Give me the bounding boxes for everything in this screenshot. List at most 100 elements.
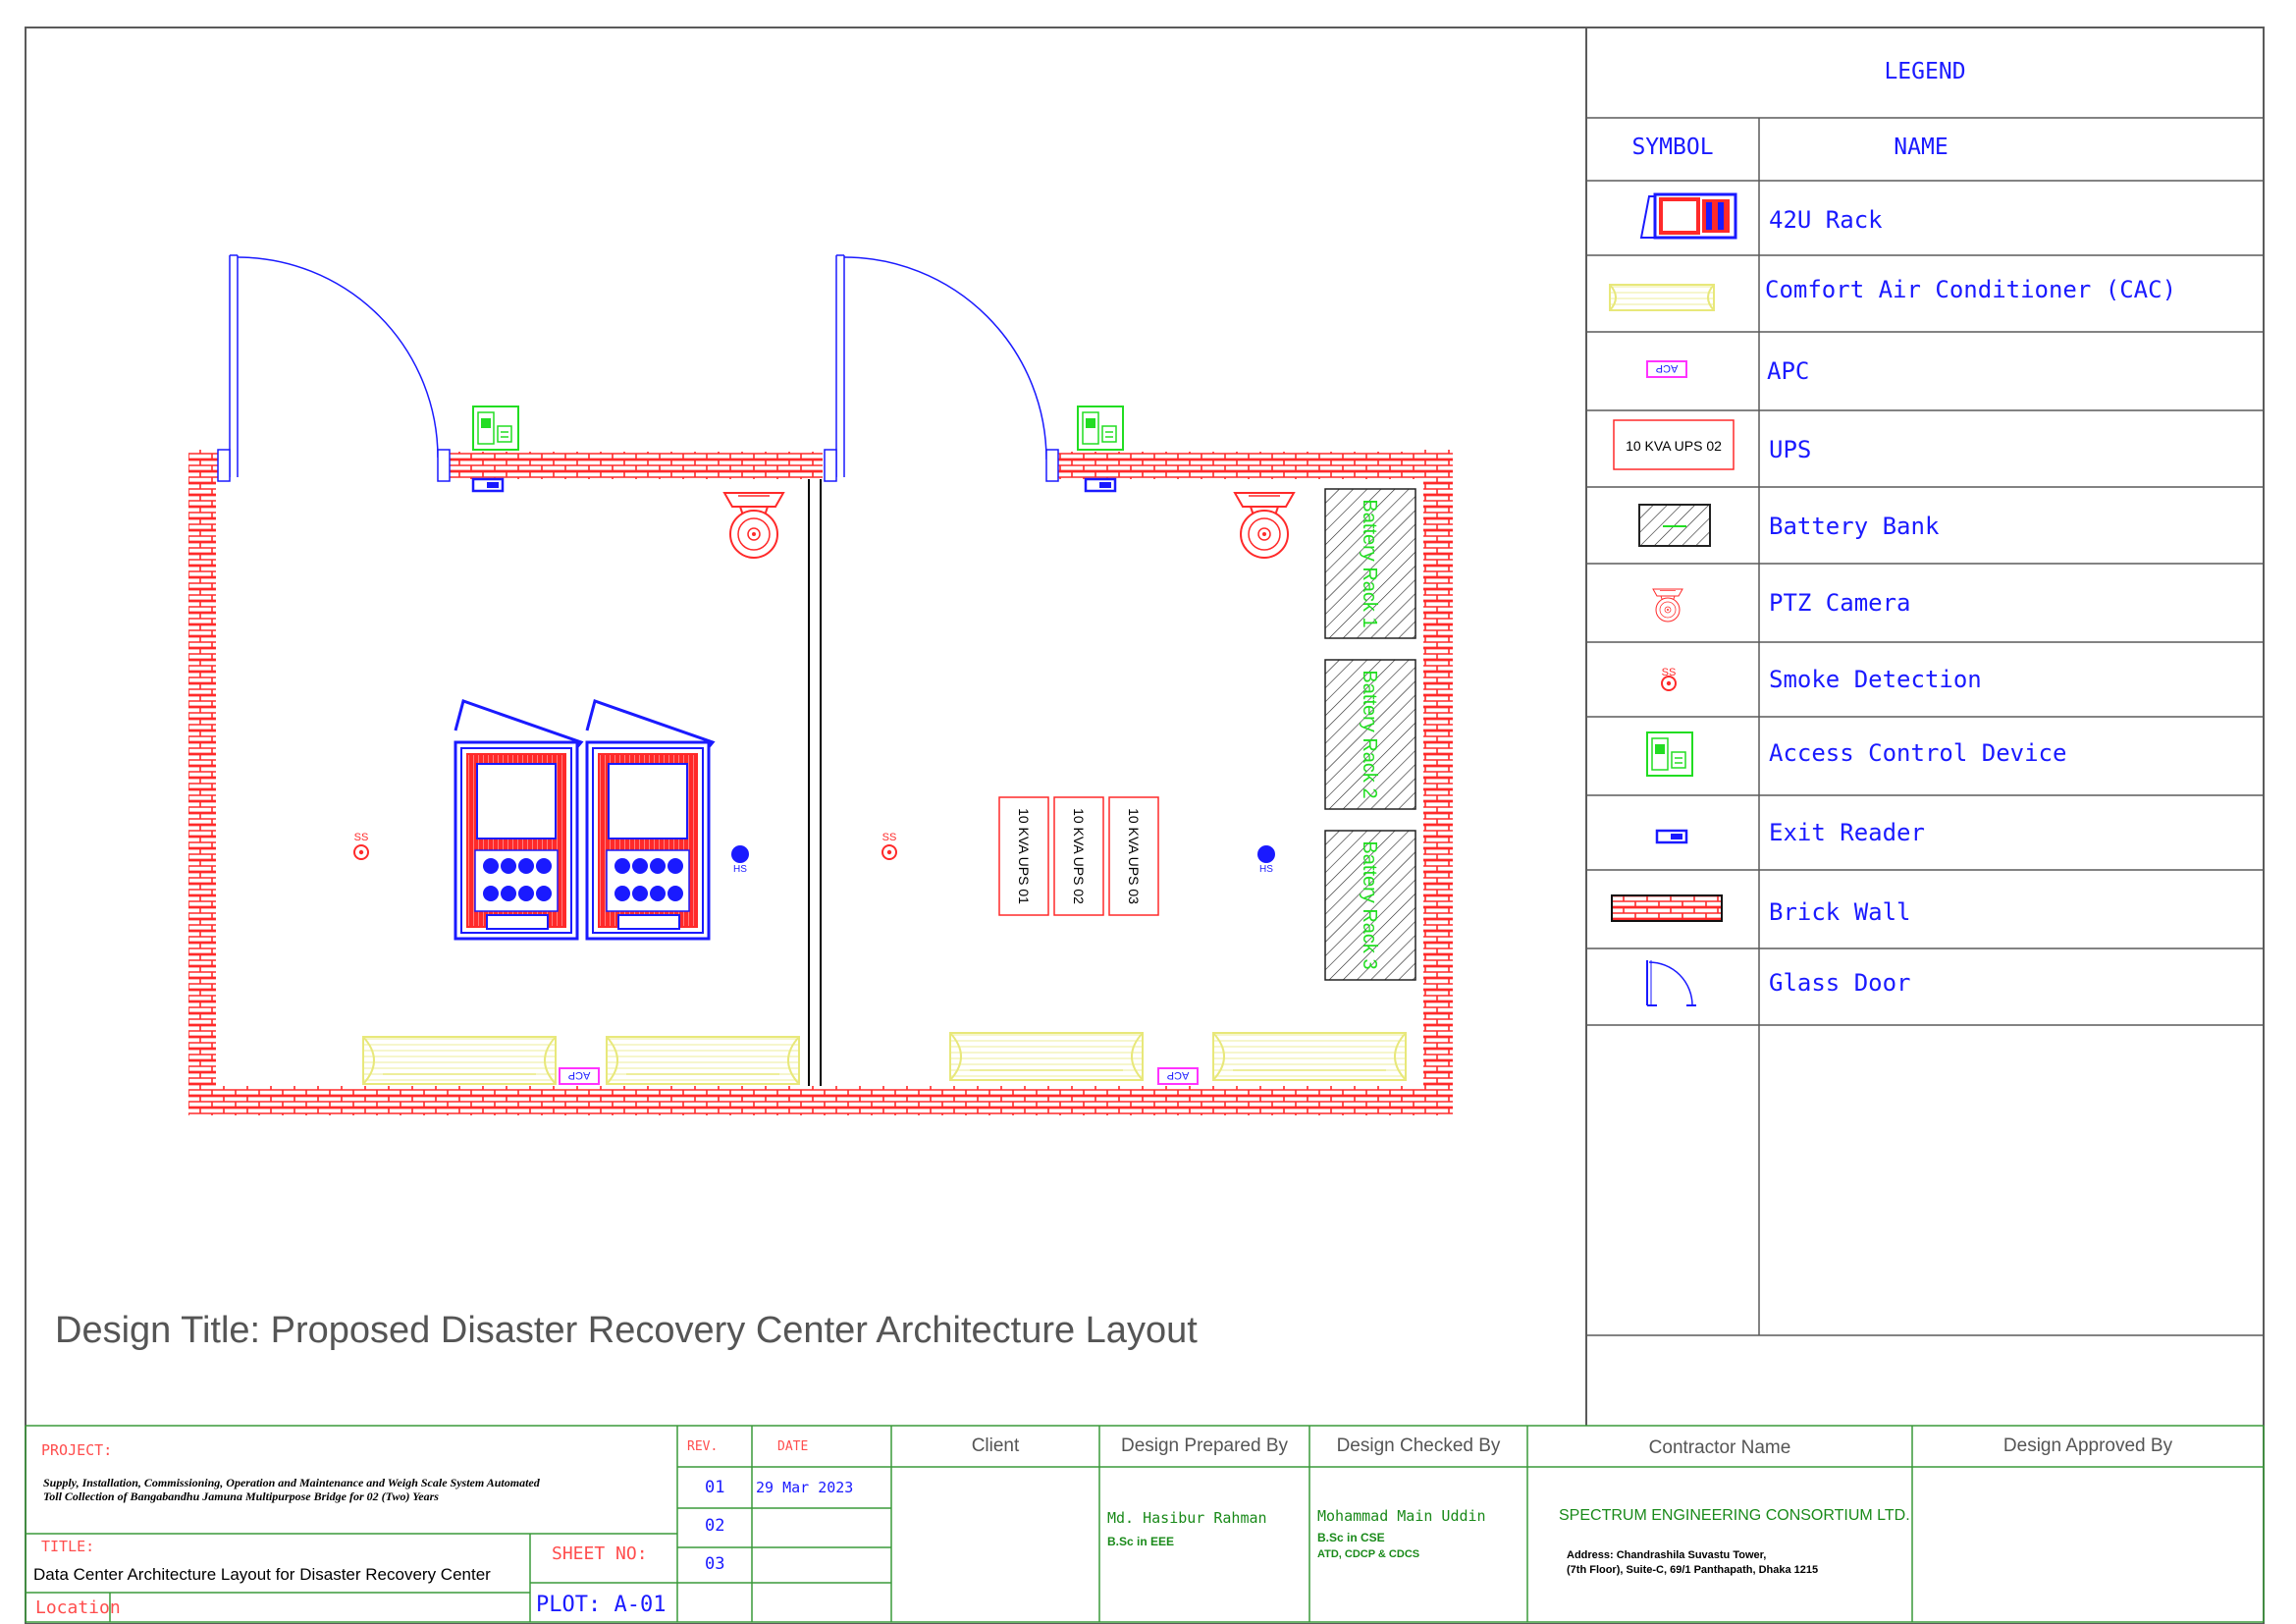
rack-42u-icon <box>1639 192 1737 240</box>
svg-text:Battery Rack 1: Battery Rack 1 <box>1359 499 1380 627</box>
air-conditioner-4 <box>1212 1032 1407 1081</box>
brick-wall-top-room-1 <box>438 452 823 479</box>
air-conditioner-1 <box>362 1036 557 1085</box>
legend-name-smoke-detection: Smoke Detection <box>1769 666 1982 693</box>
brick-wall-bottom <box>188 1086 1453 1115</box>
apc-room-1: ACP <box>559 1067 600 1085</box>
revision-3-number: 03 <box>705 1554 725 1574</box>
legend-name-battery-bank: Battery Bank <box>1769 513 1940 540</box>
battery-rack-2: Battery Rack 2 <box>1324 659 1416 810</box>
project-text-line-2: Toll Collection of Bangabandhu Jamuna Mu… <box>43 1489 439 1503</box>
svg-text:ACP: ACP <box>568 1069 591 1081</box>
svg-text:SS: SS <box>354 832 369 843</box>
apc-symbol-label: ACP <box>1656 362 1679 374</box>
exit-reader-icon <box>1655 829 1688 844</box>
ups-unit-2: 10 KVA UPS 02 <box>1053 796 1104 916</box>
smoke-detector-room-2: SS <box>881 832 897 860</box>
svg-text:10 KVA UPS 02: 10 KVA UPS 02 <box>1071 808 1087 904</box>
revision-1-number: 01 <box>705 1478 725 1497</box>
battery-rack-1: Battery Rack 1 <box>1324 488 1416 639</box>
svg-text:SS: SS <box>882 832 897 843</box>
heat-sensor-room-1: HS <box>731 845 749 875</box>
exit-reader-2 <box>1084 477 1117 493</box>
legend-title: LEGEND <box>1884 59 1966 84</box>
svg-text:10 KVA UPS 03: 10 KVA UPS 03 <box>1126 808 1142 904</box>
prepared-by-label: Design Prepared By <box>1120 1435 1289 1456</box>
title-text: Data Center Architecture Layout for Disa… <box>33 1565 491 1584</box>
legend-col-symbol: SYMBOL <box>1631 135 1714 160</box>
air-conditioner-icon <box>1609 284 1715 311</box>
ptz-camera-2 <box>1234 492 1295 559</box>
date-label: DATE <box>777 1439 809 1454</box>
air-conditioner-3 <box>949 1032 1144 1081</box>
brick-wall-top-room-2 <box>1052 452 1453 479</box>
legend-name-ptz-camera: PTZ Camera <box>1769 589 1911 617</box>
checked-by-certs: ATD, CDCP & CDCS <box>1317 1548 1420 1560</box>
access-control-icon <box>1646 731 1693 777</box>
smoke-symbol-label: SS <box>1662 667 1677 678</box>
sheet-no-label: SHEET NO: <box>552 1543 648 1564</box>
checked-by-label: Design Checked By <box>1336 1435 1501 1456</box>
contractor-address-line-2: (7th Floor), Suite-C, 69/1 Panthapath, D… <box>1567 1564 1819 1576</box>
svg-text:Battery Rack 2: Battery Rack 2 <box>1359 670 1380 798</box>
ups-unit-3: 10 KVA UPS 03 <box>1108 796 1159 916</box>
heat-sensor-room-2: HS <box>1257 845 1275 875</box>
brick-wall-right <box>1423 450 1453 1115</box>
project-label: PROJECT: <box>41 1441 113 1459</box>
exit-reader-1 <box>471 477 505 493</box>
project-text-line-1: Supply, Installation, Commissioning, Ope… <box>43 1476 540 1489</box>
design-title: Design Title: Proposed Disaster Recovery… <box>55 1310 1198 1351</box>
brick-wall-icon <box>1611 894 1723 922</box>
prepared-by-name: Md. Hasibur Rahman <box>1107 1509 1267 1527</box>
svg-text:10 KVA UPS 01: 10 KVA UPS 01 <box>1016 808 1032 904</box>
location-label: Location <box>35 1597 121 1618</box>
access-control-device-2 <box>1077 406 1124 451</box>
rack-42u-1 <box>454 699 583 941</box>
legend-name-apc: APC <box>1767 357 1810 385</box>
brick-wall-left <box>188 450 216 1115</box>
revision-1-date: 29 Mar 2023 <box>756 1479 854 1496</box>
legend-name-brick-wall: Brick Wall <box>1769 898 1911 926</box>
legend-col-name: NAME <box>1894 135 1949 160</box>
rack-42u-2 <box>585 699 715 941</box>
contractor-label: Contractor Name <box>1648 1437 1791 1458</box>
glass-door-room-1 <box>217 254 451 482</box>
legend-name-ups: UPS <box>1769 436 1812 463</box>
approved-by-label: Design Approved By <box>2002 1435 2173 1456</box>
legend-name-42u-rack: 42U Rack <box>1769 206 1883 234</box>
checked-by-degree: B.Sc in CSE <box>1317 1531 1385 1544</box>
revision-2-number: 02 <box>705 1516 725 1536</box>
prepared-by-degree: B.Sc in EEE <box>1107 1535 1175 1548</box>
svg-text:ACP: ACP <box>1167 1069 1190 1081</box>
title-label: TITLE: <box>41 1538 95 1555</box>
legend-table <box>1586 117 2264 1336</box>
contractor-address-line-1: Address: Chandrashila Suvastu Tower, <box>1567 1549 1767 1561</box>
smoke-detector-room-1: SS <box>353 832 369 860</box>
apc-room-2: ACP <box>1157 1067 1199 1085</box>
ups-unit-1: 10 KVA UPS 01 <box>998 796 1049 916</box>
battery-bank-icon <box>1638 504 1711 547</box>
svg-text:Battery Rack 3: Battery Rack 3 <box>1359 840 1380 969</box>
glass-door-icon <box>1646 960 1696 1006</box>
plot-label: PLOT: A-01 <box>536 1593 667 1617</box>
ptz-camera-1 <box>723 492 784 559</box>
legend-name-access-control: Access Control Device <box>1769 739 2067 767</box>
glass-door-room-2 <box>824 254 1059 482</box>
legend-name-air-conditioner: Comfort Air Conditioner (CAC) <box>1765 276 2177 303</box>
ups-symbol-label: 10 KVA UPS 02 <box>1626 438 1722 454</box>
svg-text:HS: HS <box>1259 864 1273 875</box>
client-label: Client <box>971 1435 1020 1456</box>
apc-icon: ACP <box>1646 360 1687 378</box>
floor-plan: SS HS SS HS 10 KVA UPS 01 10 KVA UPS 02 … <box>188 254 1453 1115</box>
contractor-name: SPECTRUM ENGINEERING CONSORTIUM LTD. <box>1559 1507 1910 1524</box>
air-conditioner-2 <box>606 1036 800 1085</box>
smoke-detector-icon: SS <box>1661 667 1677 691</box>
title-block-grid <box>25 1425 2265 1623</box>
legend-name-exit-reader: Exit Reader <box>1769 819 1925 846</box>
checked-by-name: Mohammad Main Uddin <box>1317 1507 1486 1525</box>
rev-label: REV. <box>687 1439 719 1454</box>
svg-text:HS: HS <box>733 864 747 875</box>
legend-name-glass-door: Glass Door <box>1769 969 1911 997</box>
ptz-camera-icon <box>1652 588 1683 623</box>
